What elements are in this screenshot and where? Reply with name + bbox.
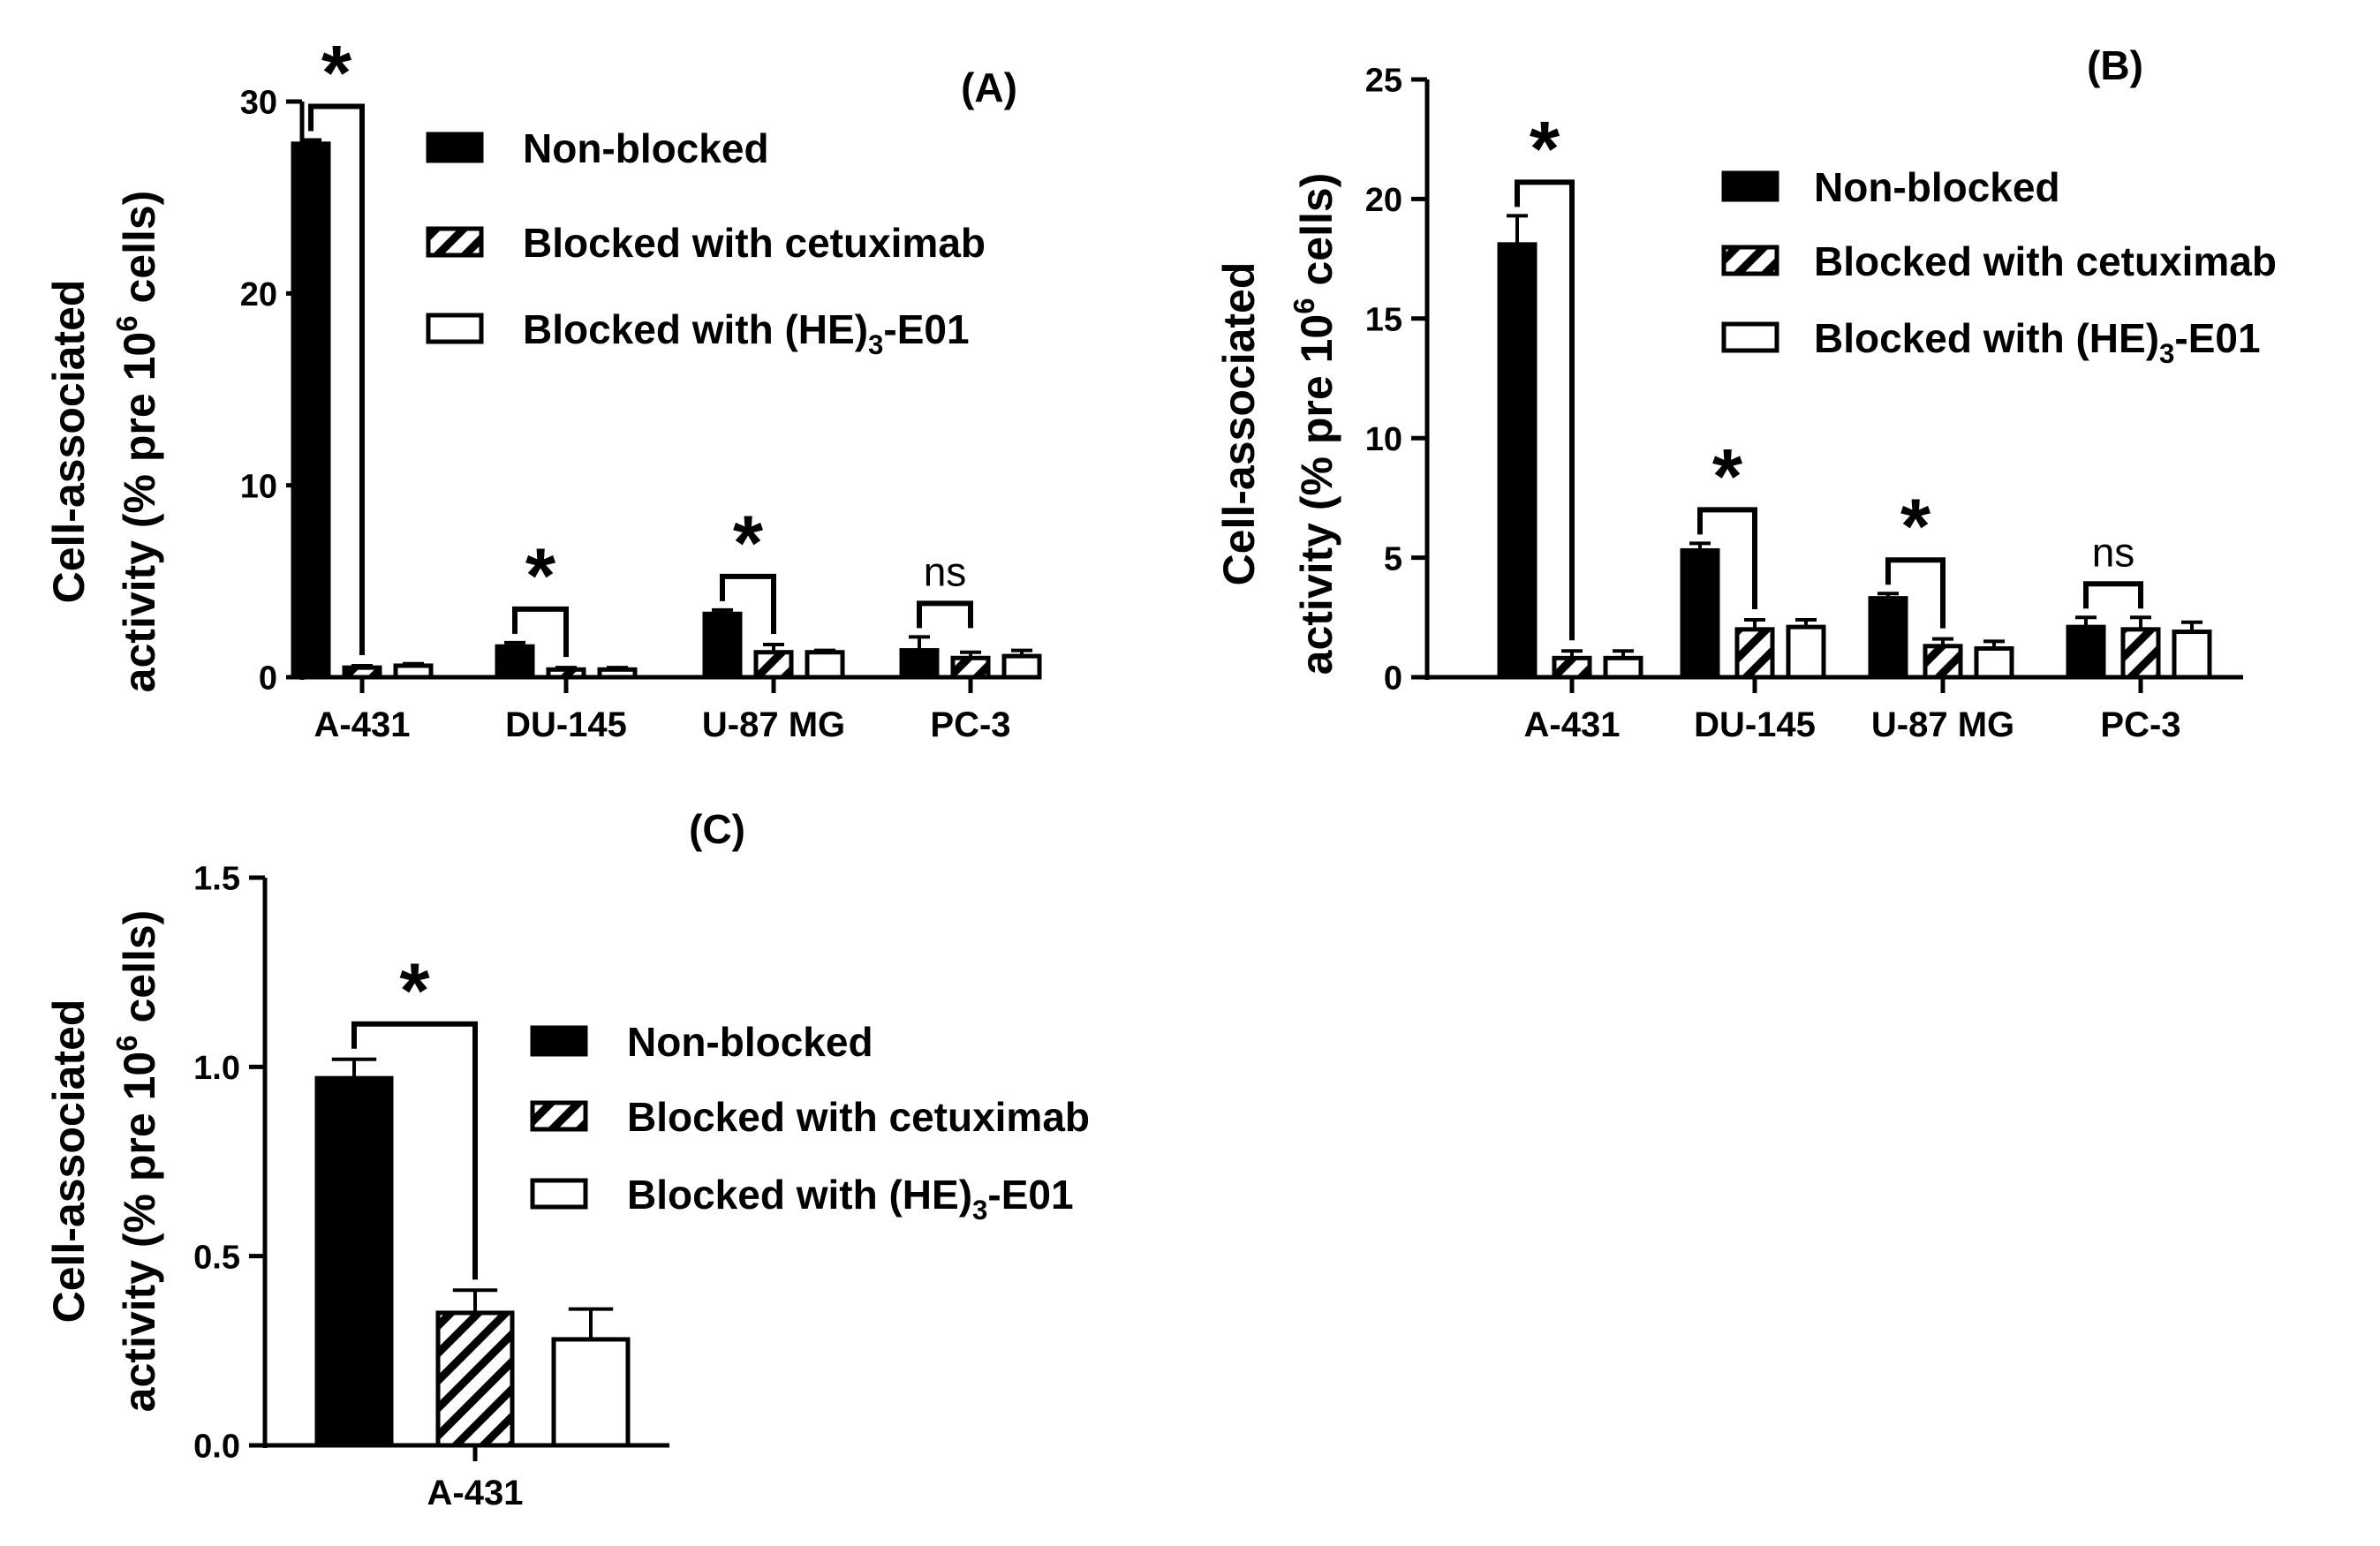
bar	[291, 141, 331, 680]
panel-label: (B)	[2087, 42, 2143, 88]
bar	[702, 611, 743, 680]
y-axis-label-line2: activity (% pre 106 cells)	[110, 910, 164, 1413]
significance-label: *	[1530, 104, 1560, 192]
legend-swatch	[426, 132, 484, 163]
significance-label: *	[399, 946, 430, 1034]
legend-label: Non-blocked	[1814, 164, 2060, 210]
significance-bracket	[1515, 179, 1575, 641]
legend-label: Blocked with cetuximab	[523, 220, 986, 266]
significance-label: *	[321, 28, 352, 116]
bar	[314, 1075, 394, 1448]
y-tick-label: 1.5	[193, 861, 240, 898]
x-tick-label: DU-145	[505, 705, 627, 744]
bar	[495, 644, 535, 680]
y-tick-label: 30	[240, 85, 277, 122]
y-axis-label-line1: Cell-associated	[44, 999, 94, 1324]
y-tick-label: 1.0	[193, 1050, 240, 1087]
y-tick-label: 10	[240, 468, 277, 505]
bar	[899, 648, 940, 680]
bar	[435, 1310, 515, 1448]
bar	[1001, 653, 1042, 680]
bar	[597, 667, 638, 680]
y-tick-label: 5	[1384, 540, 1402, 577]
legend-swatch	[1721, 321, 1779, 353]
y-tick-label: 10	[1365, 421, 1402, 458]
panel-label: (A)	[961, 64, 1017, 110]
significance-label: ns	[924, 548, 967, 594]
legend-label: Blocked with cetuximab	[627, 1094, 1090, 1140]
y-tick-label: 0	[1384, 660, 1402, 698]
significance-bracket	[1885, 557, 1946, 629]
bar	[1974, 646, 2014, 680]
significance-label: *	[525, 532, 556, 619]
significance-label: *	[733, 499, 764, 586]
x-tick-label: PC-3	[930, 705, 1010, 744]
legend-label: Non-blocked	[523, 125, 769, 171]
y-tick-label: 25	[1365, 63, 1402, 100]
y-tick-label: 0.0	[193, 1429, 240, 1466]
bar	[393, 663, 434, 680]
x-tick-label: A-431	[1524, 705, 1621, 744]
y-axis-label-line1: Cell-associated	[44, 280, 94, 604]
bar	[1923, 644, 1963, 680]
bar	[2172, 630, 2212, 680]
bar	[950, 655, 991, 680]
y-axis-label-line1: Cell-associated	[1214, 262, 1264, 586]
x-tick-label: DU-145	[1694, 705, 1816, 744]
panel-c-chart: 0.0 0.5 1.0 1.5A-431 * (C) Non-blockedBlocked …	[44, 806, 1090, 1512]
y-tick-label: 15	[1365, 301, 1402, 338]
legend-label: Blocked with cetuximab	[1814, 238, 2277, 284]
bar	[2120, 627, 2161, 680]
bar	[2066, 624, 2106, 680]
legend-swatch	[530, 1178, 588, 1210]
bar	[805, 650, 845, 680]
significance-label: *	[1900, 482, 1931, 569]
legend-swatch	[530, 1025, 588, 1057]
y-tick-label: 0.5	[193, 1239, 240, 1276]
y-tick-label: 20	[1365, 182, 1402, 219]
bar	[1786, 624, 1826, 680]
legend-label: Blocked with (HE)3-E01	[627, 1172, 1074, 1225]
significance-bracket	[351, 1021, 478, 1280]
legend-swatch	[1721, 170, 1779, 202]
significance-bracket	[917, 600, 973, 629]
legend-swatch	[426, 226, 484, 258]
bar	[1734, 627, 1775, 680]
significance-bracket	[512, 606, 569, 658]
bar	[342, 665, 382, 680]
x-tick-label: PC-3	[2100, 705, 2180, 744]
panel-label: (C)	[689, 806, 745, 852]
x-tick-label: U-87 MG	[1871, 705, 2014, 744]
bar	[753, 650, 794, 680]
bar	[1552, 655, 1592, 680]
bar	[1680, 547, 1720, 680]
legend-swatch	[1721, 245, 1779, 276]
y-tick-label: 20	[240, 276, 277, 313]
legend-swatch	[426, 313, 484, 344]
bar	[1497, 242, 1538, 680]
x-tick-label: A-431	[314, 705, 411, 744]
panel-b-chart: 0 5 10 15 20 25A-431 DU-145 U-87 MG PC-3 * * * ns (B)…	[1214, 42, 2277, 744]
legend-swatch	[530, 1100, 588, 1132]
y-tick-label: 0	[259, 660, 277, 698]
significance-bracket	[2083, 581, 2143, 609]
significance-bracket	[1697, 507, 1757, 610]
significance-label: ns	[2092, 529, 2135, 575]
legend-label: Blocked with (HE)3-E01	[523, 306, 970, 360]
significance-bracket	[720, 573, 776, 635]
bar	[546, 667, 586, 680]
bar	[1868, 596, 1908, 680]
significance-bracket	[308, 103, 365, 655]
panel-a-chart: 0 10 20 30A-431 DU-145 U-87 MG PC-3 * * * ns (A) Non…	[44, 28, 1042, 744]
legend-label: Non-blocked	[627, 1019, 873, 1065]
x-tick-label: U-87 MG	[702, 705, 845, 744]
y-axis-label-line2: activity (% pre 106 cells)	[110, 191, 164, 693]
bar	[551, 1337, 631, 1448]
significance-label: *	[1712, 432, 1743, 519]
bar	[1603, 655, 1643, 680]
legend-label: Blocked with (HE)3-E01	[1814, 315, 2261, 369]
x-tick-label: A-431	[427, 1474, 524, 1512]
y-axis-label-line2: activity (% pre 106 cells)	[1288, 173, 1341, 675]
